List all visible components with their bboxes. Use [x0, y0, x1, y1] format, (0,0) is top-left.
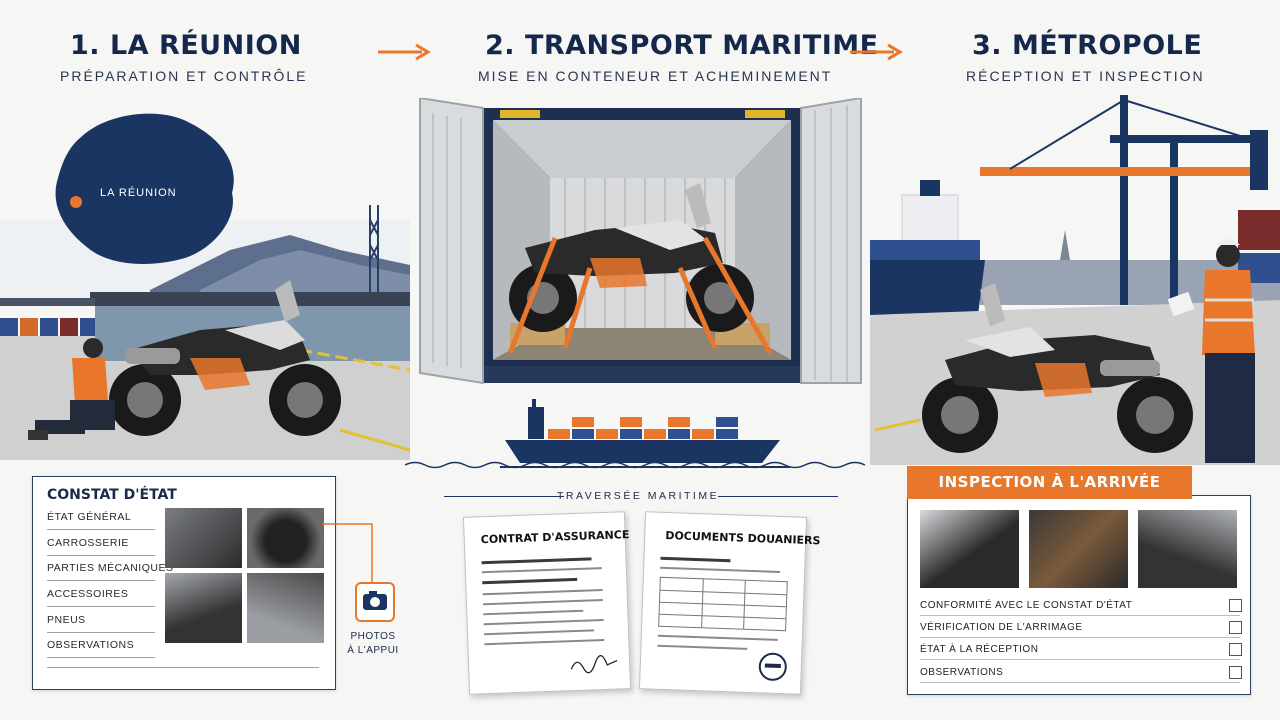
condition-item: PNEUS [47, 614, 155, 633]
arrow-right-icon [378, 43, 431, 61]
checklist-row: OBSERVATIONS [920, 666, 1242, 683]
sea-waves [405, 461, 866, 469]
photos-note: PHOTOS À L'APPUI [343, 630, 403, 658]
checkbox[interactable] [1229, 621, 1242, 634]
detail-photo [165, 508, 242, 568]
checklist-row: VÉRIFICATION DE L'ARRIMAGE [920, 621, 1242, 638]
condition-item: CARROSSERIE [47, 537, 155, 556]
step-3-title: 3. MÉTROPOLE [972, 30, 1203, 61]
detail-photo [247, 508, 324, 568]
connector-line [322, 523, 373, 582]
step-2-subtitle: Mise en conteneur et acheminement [478, 68, 833, 84]
checkbox[interactable] [1229, 643, 1242, 656]
checklist-label: ÉTAT À LA RÉCEPTION [920, 644, 1039, 655]
arrival-inspection-card: CONFORMITÉ AVEC LE CONSTAT D'ÉTAT VÉRIFI… [907, 495, 1251, 695]
step-3-subtitle: Réception et inspection [966, 68, 1205, 84]
reunion-port-scene [0, 205, 410, 460]
checklist-row: ÉTAT À LA RÉCEPTION [920, 643, 1242, 660]
shipping-container [419, 98, 862, 385]
condition-item: OBSERVATIONS [47, 639, 155, 658]
insurance-doc-title: CONTRAT D'ASSURANCE [480, 528, 630, 547]
checklist-label: CONFORMITÉ AVEC LE CONSTAT D'ÉTAT [920, 600, 1133, 611]
inspection-title-banner: INSPECTION À L'ARRIVÉE [907, 466, 1192, 499]
condition-report-card: CONSTAT D'ÉTAT ÉTAT GÉNÉRAL CARROSSERIE … [32, 476, 336, 690]
stamp-icon [758, 652, 788, 682]
checklist-label: OBSERVATIONS [920, 667, 1004, 678]
crossing-label: TRAVERSÉE MARITIME [557, 490, 720, 502]
step-2-title: 2. TRANSPORT MARITIME [485, 30, 879, 61]
condition-report-title: CONSTAT D'ÉTAT [47, 487, 177, 503]
divider-line [718, 496, 838, 497]
camera-icon [355, 582, 395, 622]
step-1-title: 1. LA RÉUNION [70, 30, 302, 61]
detail-photo [165, 573, 242, 643]
condition-item: PARTIES MÉCANIQUES [47, 562, 173, 581]
container-ship-illustration [500, 399, 790, 468]
checkbox[interactable] [1229, 599, 1242, 612]
customs-documents: DOCUMENTS DOUANIERS [638, 511, 821, 695]
checkbox[interactable] [1229, 666, 1242, 679]
condition-item: ACCESSOIRES [47, 588, 155, 607]
reunion-island-map [55, 113, 234, 264]
inspection-photo [1029, 510, 1128, 588]
metropole-port-scene [870, 95, 1280, 465]
checklist-label: VÉRIFICATION DE L'ARRIMAGE [920, 622, 1083, 633]
insurance-contract-document: CONTRAT D'ASSURANCE [462, 511, 632, 695]
photos-note-line1: PHOTOS [350, 631, 396, 642]
arrow-right-icon [850, 43, 903, 61]
detail-photo [247, 573, 324, 643]
inspection-photo [920, 510, 1019, 588]
photos-note-line2: À L'APPUI [347, 645, 399, 656]
location-dot-icon [70, 196, 82, 208]
map-label: LA RÉUNION [100, 187, 177, 199]
signature-icon [570, 655, 618, 674]
checklist-row: CONFORMITÉ AVEC LE CONSTAT D'ÉTAT [920, 599, 1242, 616]
divider-line [444, 496, 564, 497]
customs-table [658, 576, 788, 632]
condition-item: ÉTAT GÉNÉRAL [47, 511, 155, 530]
customs-doc-title: DOCUMENTS DOUANIERS [665, 528, 821, 548]
step-1-subtitle: Préparation et contrôle [60, 68, 308, 84]
inspection-photo [1138, 510, 1237, 588]
